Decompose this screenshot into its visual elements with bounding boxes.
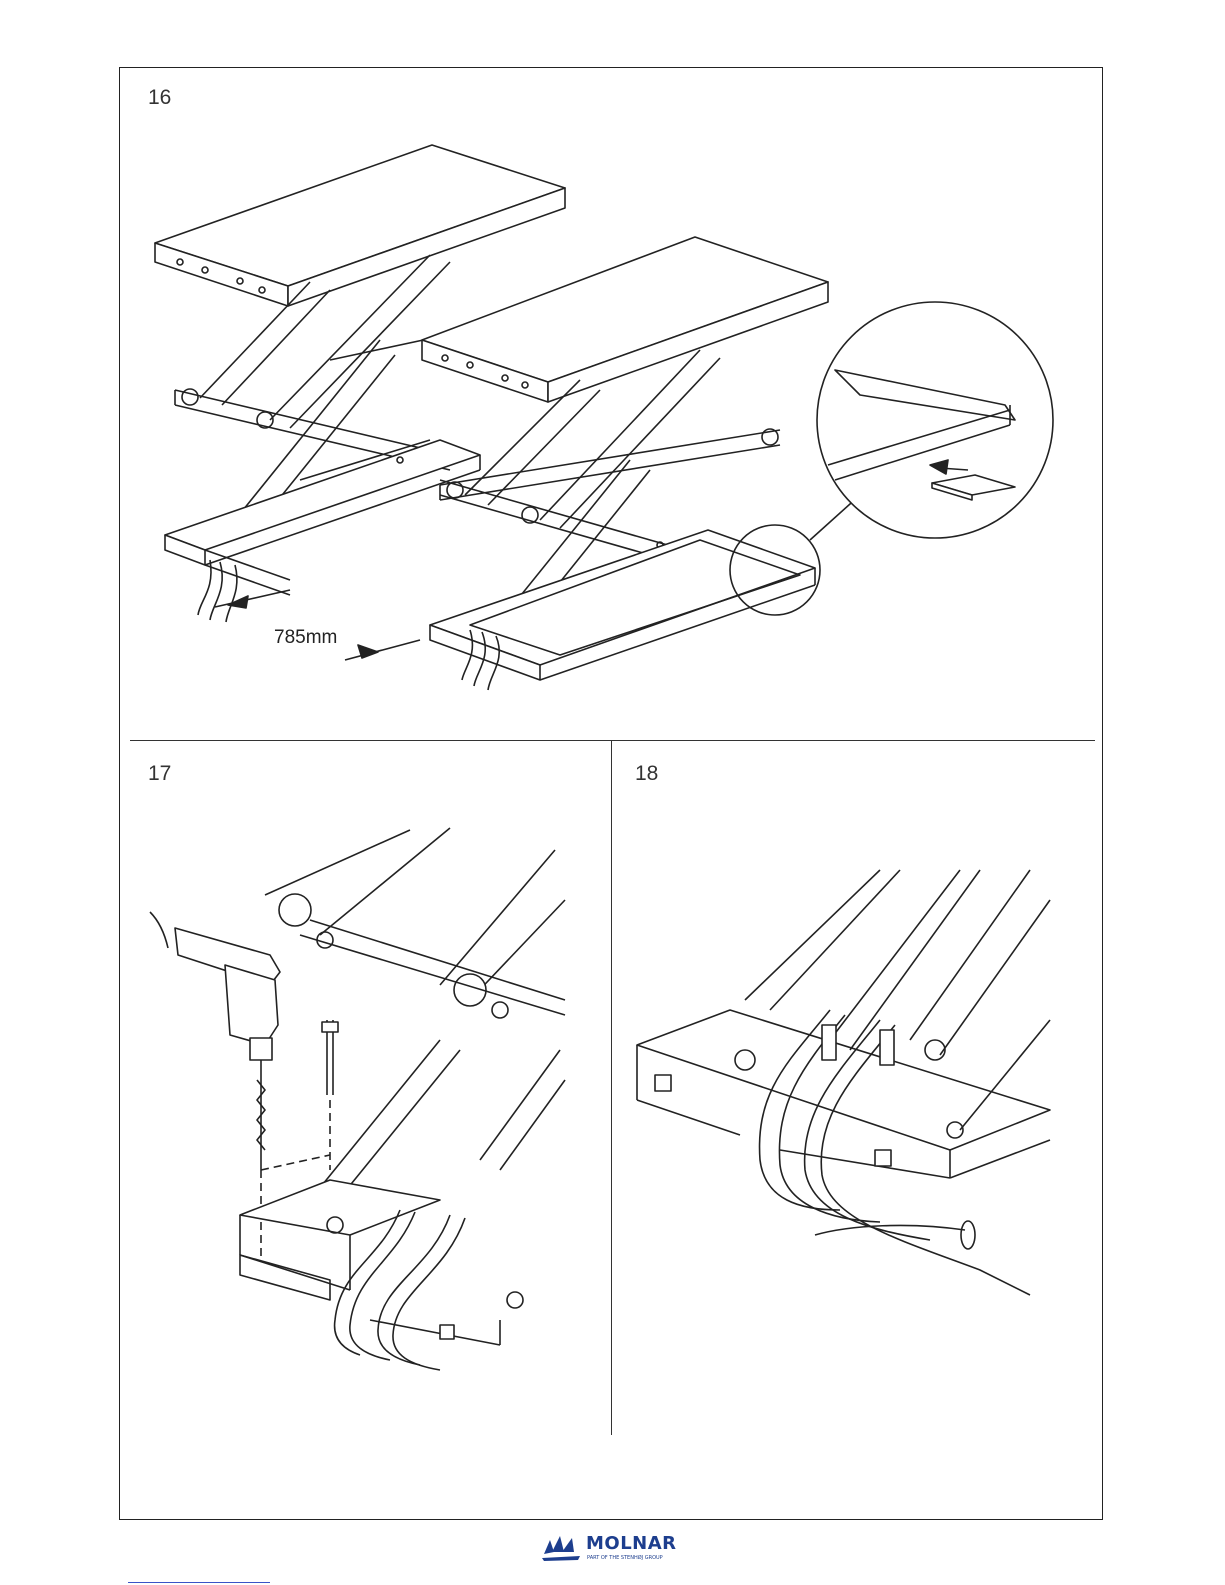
footer-link-underline [128, 1582, 270, 1583]
lift-base-detail-18 [637, 870, 1050, 1295]
logo-wordmark: MOLNAR [586, 1533, 677, 1554]
molnar-logo-icon [540, 1532, 582, 1562]
molnar-logo: MOLNAR PART OF THE STENHØJ GROUP [540, 1530, 690, 1566]
logo-tagline: PART OF THE STENHØJ GROUP [587, 1555, 663, 1561]
